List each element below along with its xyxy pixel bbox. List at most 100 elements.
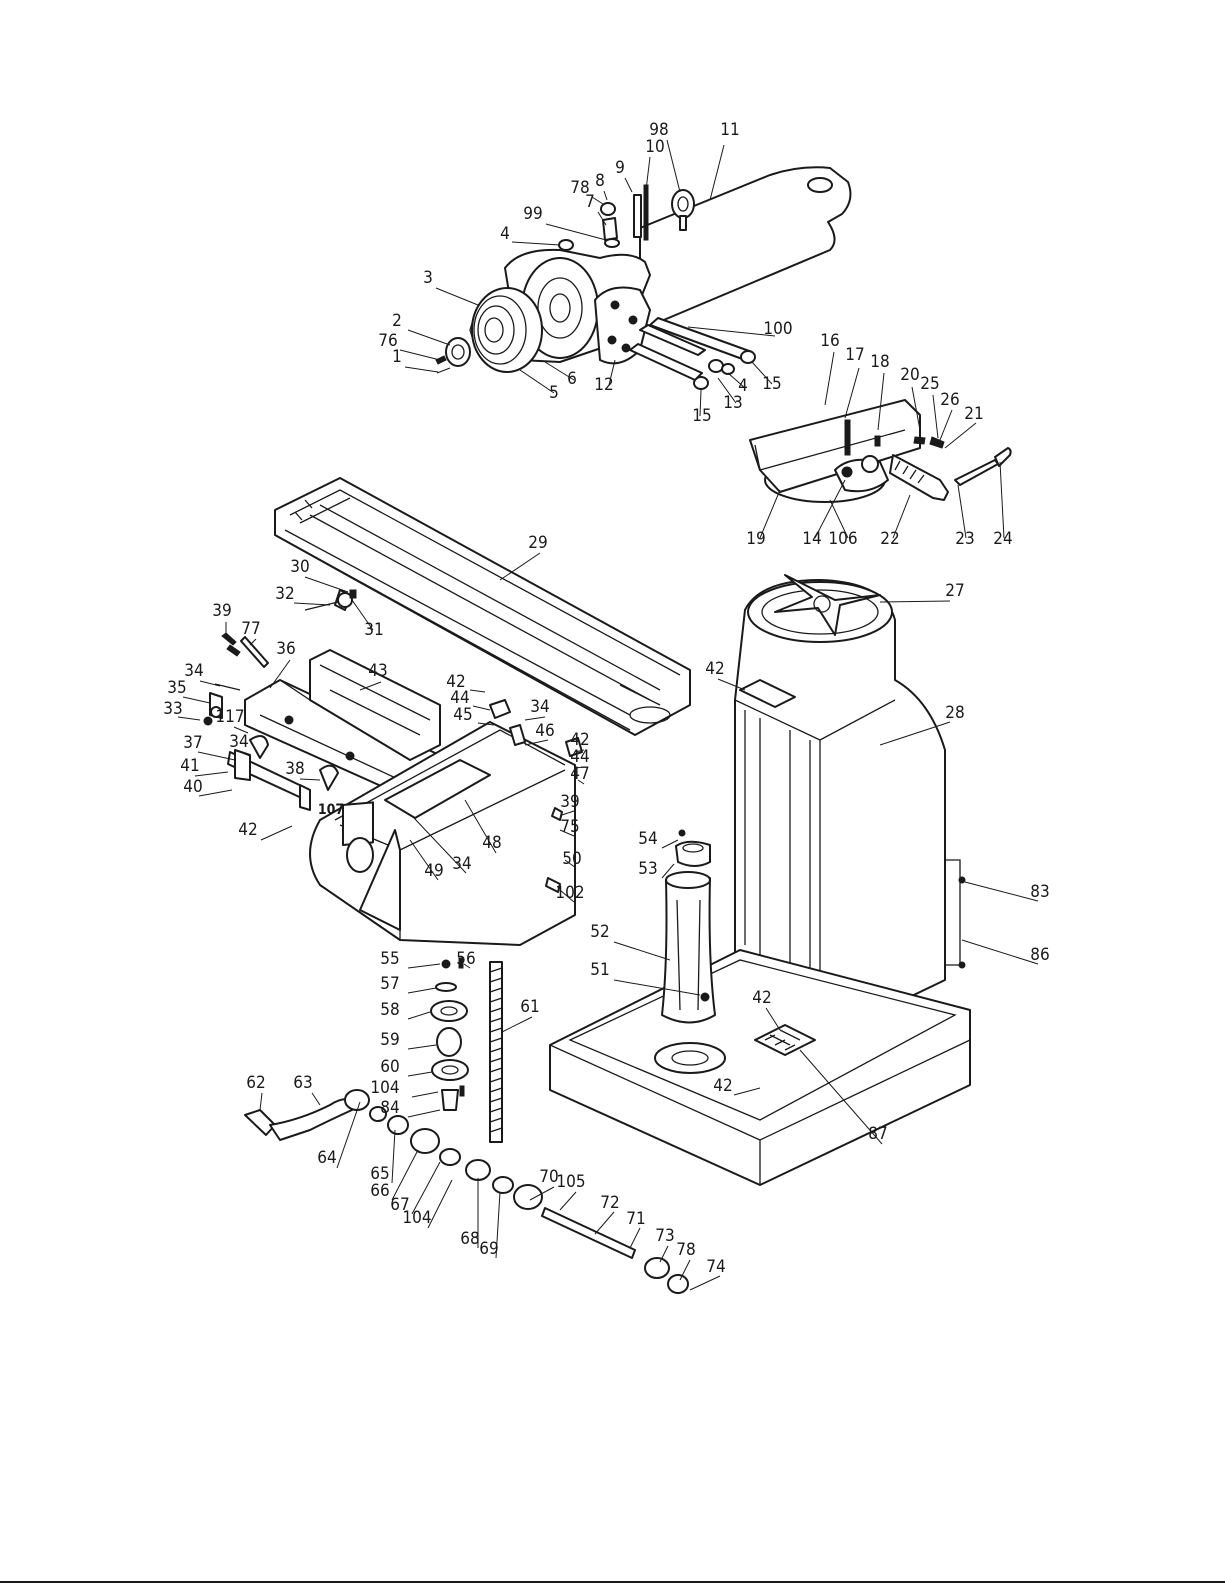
part-label-69: 69: [479, 1239, 498, 1259]
part-label-3: 3: [423, 268, 433, 288]
part-label-34: 34: [530, 697, 549, 717]
part-label-34: 34: [452, 854, 471, 874]
part-label-42: 42: [446, 672, 465, 692]
part-label-100: 100: [763, 319, 792, 339]
part-label-98: 98: [649, 120, 668, 140]
part-label-37: 37: [183, 733, 202, 753]
part-label-30: 30: [290, 557, 309, 577]
saddle-small-parts: [203, 589, 357, 811]
part-label-34: 34: [184, 661, 203, 681]
part-label-86: 86: [1030, 945, 1049, 965]
part-label-57: 57: [380, 974, 399, 994]
part-label-77: 77: [241, 619, 260, 639]
part-label-72: 72: [600, 1193, 619, 1213]
part-label-66: 66: [370, 1181, 389, 1201]
part-label-105: 105: [556, 1172, 585, 1192]
part-label-36: 36: [276, 639, 295, 659]
knee-crank-parts: [244, 957, 689, 1294]
saddle: [244, 649, 451, 791]
part-label-117: 117: [215, 707, 244, 727]
part-label-34: 34: [229, 732, 248, 752]
part-label-54: 54: [638, 829, 657, 849]
part-label-68: 68: [460, 1229, 479, 1249]
part-label-20: 20: [900, 365, 919, 385]
part-label-106: 106: [828, 529, 857, 549]
part-label-67: 67: [390, 1195, 409, 1215]
part-label-5: 5: [549, 383, 559, 403]
part-label-40: 40: [183, 777, 202, 797]
part-label-33: 33: [163, 699, 182, 719]
part-label-35: 35: [167, 678, 186, 698]
part-label-10: 10: [645, 137, 664, 157]
elevating-screw: [489, 829, 716, 1143]
part-label-64: 64: [317, 1148, 336, 1168]
part-label-23: 23: [955, 529, 974, 549]
knee: [309, 699, 583, 946]
part-label-32: 32: [275, 584, 294, 604]
part-label-42: 42: [713, 1076, 732, 1096]
worktable: [274, 477, 691, 736]
part-label-78: 78: [676, 1240, 695, 1260]
part-label-43: 43: [368, 661, 387, 681]
base: [549, 949, 971, 1186]
part-label-29: 29: [528, 533, 547, 553]
part-label-18: 18: [870, 352, 889, 372]
part-label-99: 99: [523, 204, 542, 224]
part-label-83: 83: [1030, 882, 1049, 902]
part-label-65: 65: [370, 1164, 389, 1184]
part-label-49: 49: [424, 861, 443, 881]
part-label-61: 61: [520, 997, 539, 1017]
part-label-71: 71: [626, 1209, 645, 1229]
part-label-44: 44: [570, 747, 589, 767]
part-label-56: 56: [456, 949, 475, 969]
part-label-39: 39: [212, 601, 231, 621]
part-label-6: 6: [567, 369, 577, 389]
part-label-12: 12: [594, 375, 613, 395]
part-label-104: 104: [402, 1208, 431, 1228]
part-label-41: 41: [180, 756, 199, 776]
part-label-76: 76: [378, 331, 397, 351]
column: [734, 574, 966, 1041]
part-label-38: 38: [285, 759, 304, 779]
part-label-14: 14: [802, 529, 821, 549]
part-label-42: 42: [752, 988, 771, 1008]
part-label-107: 107: [318, 802, 344, 818]
part-label-53: 53: [638, 859, 657, 879]
part-label-24: 24: [993, 529, 1012, 549]
part-label-52: 52: [590, 922, 609, 942]
part-label-4: 4: [738, 376, 748, 396]
bottom-rule: [0, 1581, 1225, 1583]
part-label-11: 11: [720, 120, 739, 140]
part-label-47: 47: [570, 764, 589, 784]
part-label-1: 1: [392, 347, 402, 367]
part-label-27: 27: [945, 581, 964, 601]
part-label-21: 21: [964, 404, 983, 424]
part-label-2: 2: [392, 311, 402, 331]
leader-lines: [177, 139, 1039, 1291]
part-label-60: 60: [380, 1057, 399, 1077]
part-label-15: 15: [762, 374, 781, 394]
head-small-parts: [435, 184, 756, 390]
part-label-22: 22: [880, 529, 899, 549]
part-label-28: 28: [945, 703, 964, 723]
part-label-73: 73: [655, 1226, 674, 1246]
part-label-104: 104: [370, 1078, 399, 1098]
part-label-9: 9: [615, 158, 625, 178]
part-label-87: 87: [868, 1124, 887, 1144]
part-label-4: 4: [500, 224, 510, 244]
part-label-102: 102: [555, 883, 584, 903]
part-label-17: 17: [845, 345, 864, 365]
part-label-50: 50: [562, 849, 581, 869]
head-flywheel: [469, 287, 543, 373]
part-label-39: 39: [560, 792, 579, 812]
part-label-19: 19: [746, 529, 765, 549]
part-label-44: 44: [450, 688, 469, 708]
part-label-75: 75: [560, 817, 579, 837]
vise-assembly: [749, 399, 1012, 503]
part-label-7: 7: [585, 192, 595, 212]
part-label-78: 78: [570, 178, 589, 198]
part-label-8: 8: [595, 171, 605, 191]
part-label-13: 13: [723, 393, 742, 413]
